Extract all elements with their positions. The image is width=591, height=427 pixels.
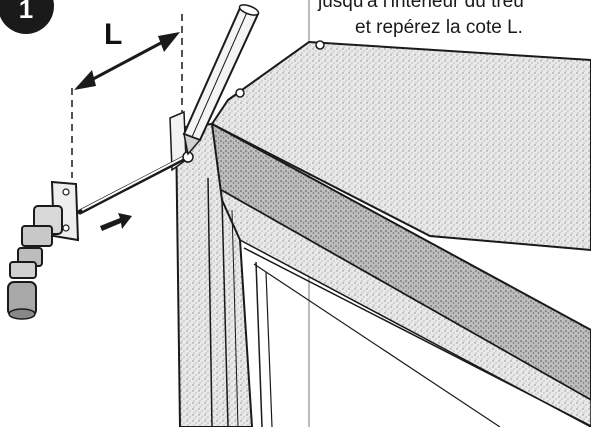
step-badge — [0, 0, 54, 34]
instruction-line-1: jusqu'à l'intérieur du treu — [318, 0, 524, 12]
dimension-arrowhead-left — [74, 70, 96, 90]
pencil — [182, 4, 260, 156]
inner-frame-left2 — [265, 271, 273, 427]
plate-screw-bottom — [62, 224, 70, 232]
frame-left-post — [174, 122, 254, 427]
inner-frame-left — [255, 261, 263, 427]
measuring-rod-highlight — [81, 154, 189, 211]
screw-right — [315, 40, 325, 50]
inner-frame-top2 — [253, 263, 501, 427]
insertion-arrow — [100, 213, 132, 231]
frame-post-groove1 — [207, 177, 213, 427]
dimension-arrowhead-right — [158, 32, 180, 52]
dimension-label: L — [104, 18, 123, 51]
screw-left — [235, 88, 245, 98]
dimension-arrow — [79, 34, 175, 88]
step-number: 1 — [18, 0, 34, 24]
instruction-line-2: et repérez la cote L. — [355, 17, 523, 38]
plate-screw-top — [62, 188, 70, 196]
frame-post-groove3 — [231, 209, 239, 427]
frame-post-groove2 — [221, 199, 229, 427]
universal-joint — [7, 205, 63, 320]
inner-frame-top — [243, 247, 591, 427]
